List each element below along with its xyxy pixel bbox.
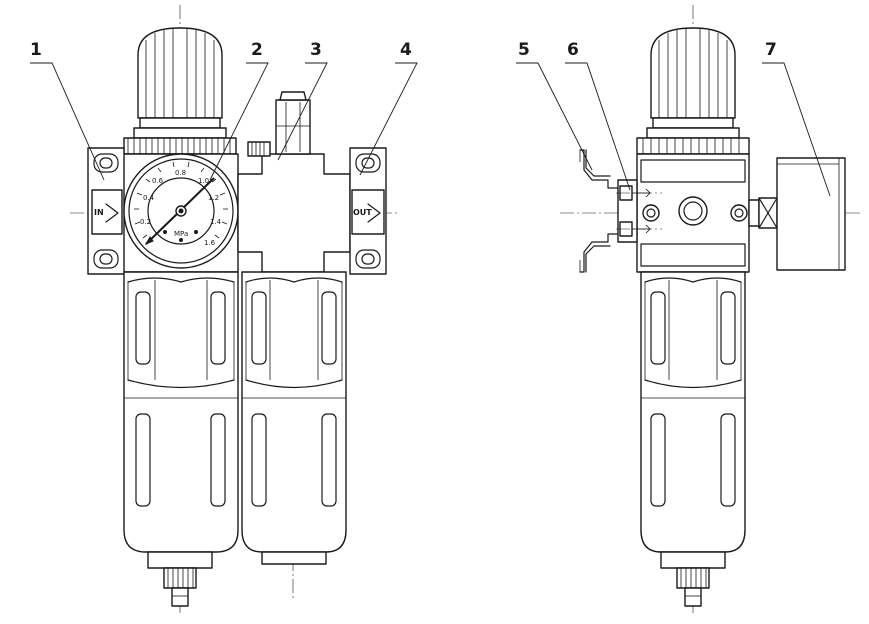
in-port-label: IN — [94, 208, 104, 217]
gauge-label-1-6: 1.6 — [204, 239, 216, 247]
callout-1: 1 — [30, 40, 42, 60]
callout-5: 5 — [518, 40, 530, 60]
callout-4: 4 — [400, 40, 412, 60]
gauge-needle — [144, 177, 215, 246]
pressure-gauge: 0.2 0.4 0.6 0.8 1.0 1.2 1.4 1.6 MPa — [123, 153, 239, 269]
callout-6: 6 — [567, 40, 579, 60]
lubricator-bowl — [241, 271, 347, 565]
gauge-unit-label: MPa — [174, 230, 188, 238]
gauge-label-1-2: 1.2 — [208, 194, 219, 202]
gauge-label-1-4: 1.4 — [210, 218, 222, 226]
regulator-knob — [133, 27, 227, 139]
side-gauge — [748, 157, 846, 271]
gauge-label-0-2: 0.2 — [140, 218, 151, 226]
out-port-label: OUT — [353, 208, 372, 217]
mounting-screws — [616, 185, 662, 237]
side-bowl — [640, 271, 746, 607]
gauge-label-0-4: 0.4 — [143, 194, 155, 202]
regulator-lock-ring — [123, 137, 237, 155]
callout-7: 7 — [765, 40, 777, 60]
gauge-label-0-8: 0.8 — [175, 169, 186, 177]
inlet-mounting-block: IN — [87, 147, 125, 275]
gauge-label-0-6: 0.6 — [152, 177, 164, 185]
side-knob — [636, 27, 750, 155]
gauge-label-1-0: 1.0 — [198, 177, 209, 185]
callout-2: 2 — [251, 40, 263, 60]
connector-block — [237, 91, 351, 273]
callout-leaders — [30, 62, 831, 197]
filter-bowl — [123, 271, 239, 607]
outlet-mounting-block: OUT — [349, 147, 387, 275]
callout-3: 3 — [310, 40, 322, 60]
side-body — [636, 153, 750, 273]
wall-bracket — [579, 149, 638, 273]
